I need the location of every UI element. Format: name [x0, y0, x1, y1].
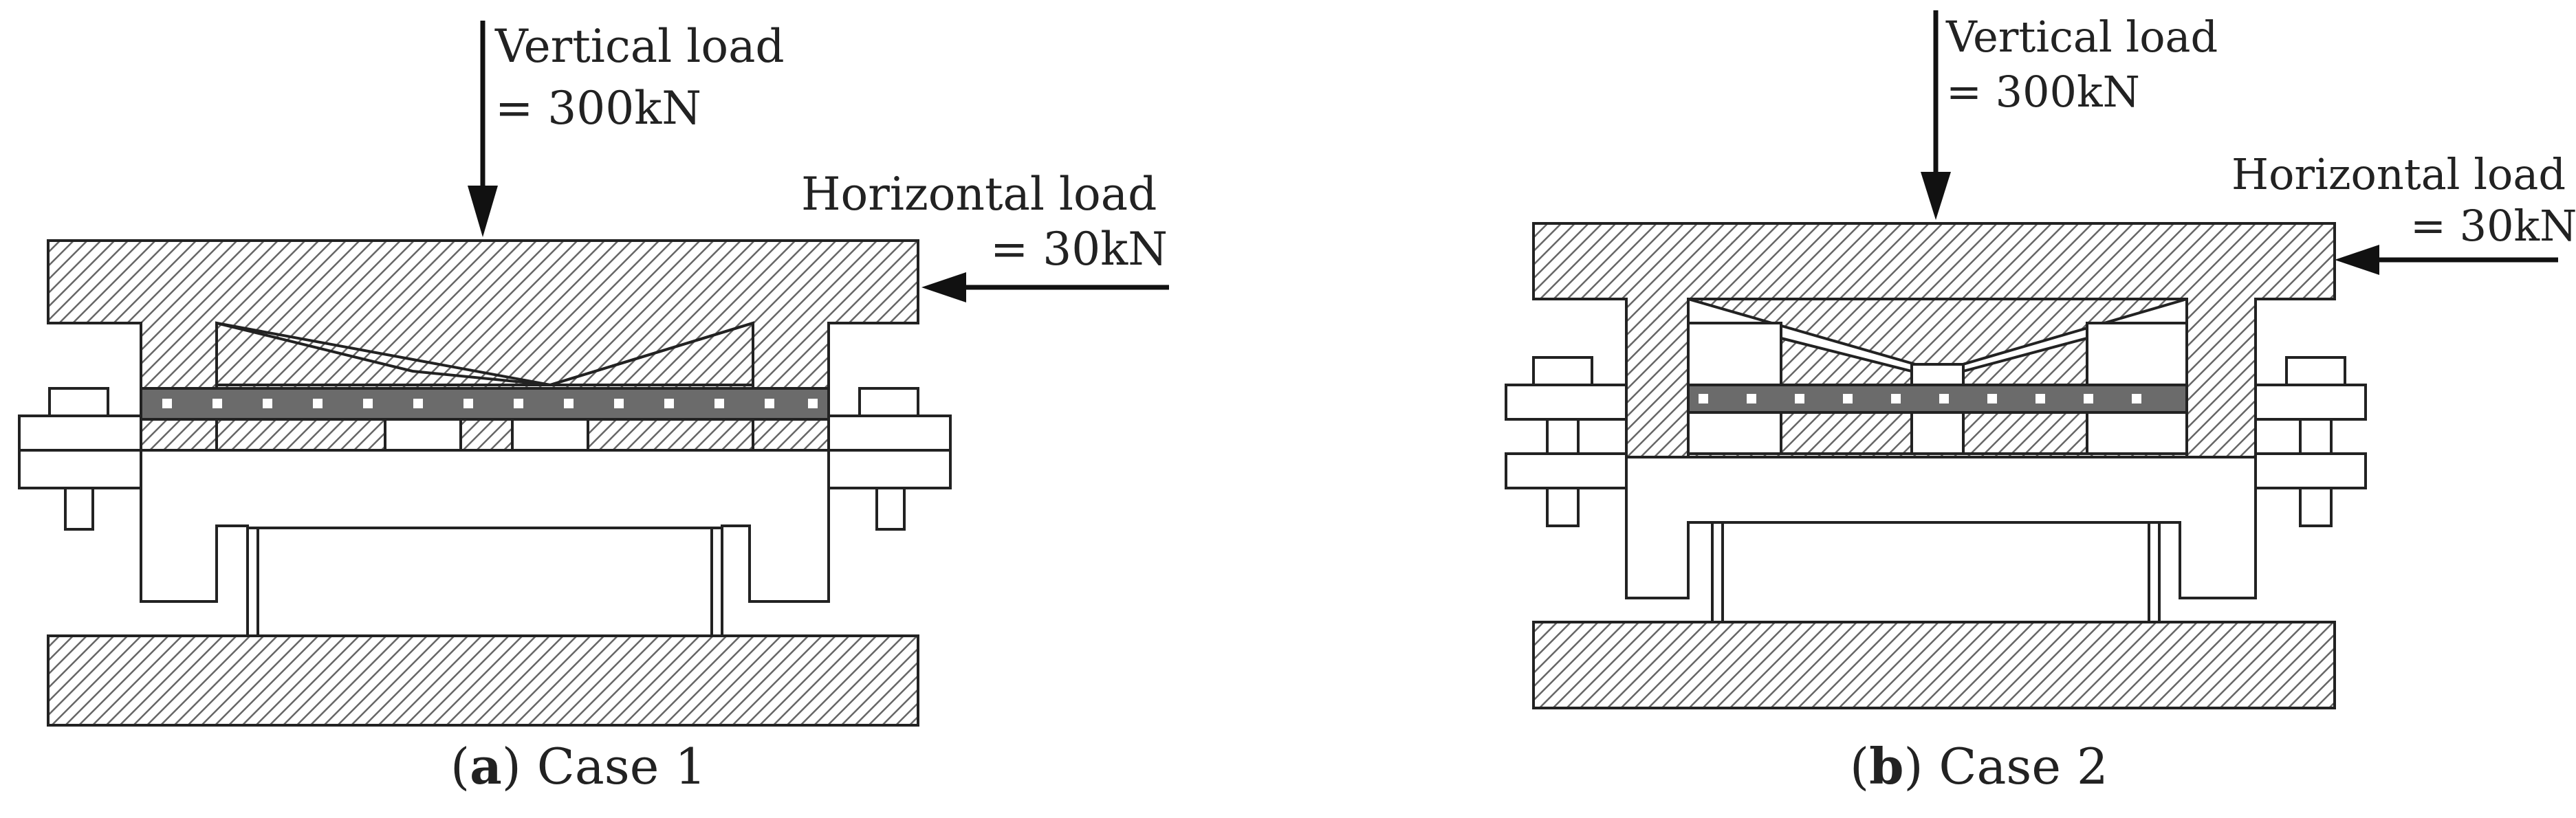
lower-gap [384, 418, 462, 452]
vertical-load-arrow [1921, 10, 1951, 220]
panel-b-caption: (b) Case 2 [1850, 737, 2108, 795]
left-bolt [18, 387, 142, 531]
lower-block-right-edge [752, 418, 830, 452]
right-bolt [2254, 356, 2367, 527]
horizontal-load-value: = 30kN [990, 223, 1168, 276]
horizontal-load-arrow [2335, 245, 2558, 275]
right-bolt [827, 387, 952, 531]
lower-block [1687, 411, 1782, 458]
base-plate [47, 634, 919, 727]
base-plate [1532, 621, 2336, 709]
sliding-layer-dots [162, 399, 818, 408]
lower-block [1780, 411, 1913, 458]
panel-a-caption: (a) Case 1 [450, 737, 706, 795]
sliding-layer [140, 387, 830, 421]
vertical-load-arrow [468, 21, 498, 237]
left-bolt [1505, 356, 1628, 527]
lower-frame [140, 449, 830, 603]
lower-gap [511, 418, 589, 452]
vertical-load-label: Vertical load [494, 20, 785, 73]
cavity-block [2086, 322, 2188, 386]
panel-a: Vertical load = 300kN Horizontal load = … [18, 20, 1169, 795]
cavity-block [1687, 322, 1782, 386]
lower-block-left-edge [140, 418, 218, 452]
lower-block [459, 418, 514, 452]
lower-block [1962, 411, 2088, 458]
sliding-layer [1687, 384, 2188, 414]
lower-block [215, 418, 386, 452]
horizontal-load-label: Horizontal load [801, 168, 1157, 221]
vertical-load-value: = 300kN [495, 82, 701, 135]
panel-b: Vertical load = 300kN Horizontal load = … [1505, 10, 2576, 795]
center-block [1910, 363, 1965, 386]
horizontal-load-label: Horizontal load [2231, 149, 2566, 199]
horizontal-load-value: = 30kN [2410, 201, 2576, 251]
upper-dish [1688, 298, 2187, 373]
vertical-load-label: Vertical load [1945, 12, 2218, 62]
lower-block [2086, 411, 2188, 458]
sliding-layer-dots [1699, 394, 2141, 404]
horizontal-load-arrow [921, 272, 1169, 302]
vertical-load-value: = 300kN [1946, 67, 2140, 117]
lower-block [1910, 411, 1965, 458]
lower-block [587, 418, 754, 452]
lower-frame [1625, 456, 2257, 599]
